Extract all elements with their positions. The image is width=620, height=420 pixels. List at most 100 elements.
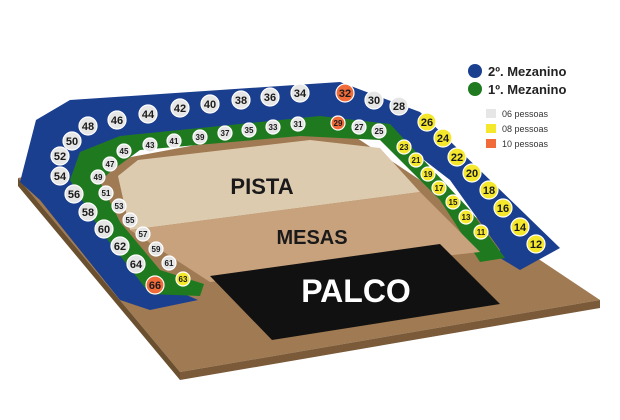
box-13[interactable]: 13 (458, 209, 474, 225)
box-59[interactable]: 59 (148, 241, 164, 257)
box-seat-35[interactable] (241, 122, 257, 138)
box-62[interactable]: 62 (110, 236, 130, 256)
box-seat-21[interactable] (408, 152, 424, 168)
box-39[interactable]: 39 (192, 129, 208, 145)
box-50[interactable]: 50 (62, 131, 82, 151)
box-36[interactable]: 36 (260, 87, 280, 107)
box-seat-43[interactable] (142, 137, 158, 153)
box-seat-64[interactable] (126, 254, 146, 274)
box-23[interactable]: 23 (396, 139, 412, 155)
box-42[interactable]: 42 (170, 98, 190, 118)
box-seat-39[interactable] (192, 129, 208, 145)
box-seat-27[interactable] (351, 119, 367, 135)
box-seat-22[interactable] (447, 147, 467, 167)
box-25[interactable]: 25 (371, 123, 387, 139)
box-seat-11[interactable] (473, 224, 489, 240)
box-seat-28[interactable] (389, 96, 409, 116)
box-seat-41[interactable] (166, 133, 182, 149)
box-24[interactable]: 24 (433, 128, 453, 148)
box-seat-16[interactable] (493, 198, 513, 218)
box-33[interactable]: 33 (265, 119, 281, 135)
box-61[interactable]: 61 (161, 255, 177, 271)
box-seat-61[interactable] (161, 255, 177, 271)
box-52[interactable]: 52 (50, 146, 70, 166)
box-seat-19[interactable] (420, 166, 436, 182)
box-21[interactable]: 21 (408, 152, 424, 168)
box-47[interactable]: 47 (102, 156, 118, 172)
box-40[interactable]: 40 (200, 94, 220, 114)
box-31[interactable]: 31 (290, 116, 306, 132)
box-seat-53[interactable] (111, 198, 127, 214)
box-41[interactable]: 41 (166, 133, 182, 149)
box-seat-66[interactable] (145, 275, 165, 295)
box-30[interactable]: 30 (364, 90, 384, 110)
box-seat-49[interactable] (90, 169, 106, 185)
box-48[interactable]: 48 (78, 116, 98, 136)
box-seat-33[interactable] (265, 119, 281, 135)
box-57[interactable]: 57 (135, 226, 151, 242)
box-seat-50[interactable] (62, 131, 82, 151)
box-seat-55[interactable] (122, 212, 138, 228)
box-seat-54[interactable] (50, 166, 70, 186)
box-11[interactable]: 11 (473, 224, 489, 240)
box-55[interactable]: 55 (122, 212, 138, 228)
box-seat-62[interactable] (110, 236, 130, 256)
box-seat-25[interactable] (371, 123, 387, 139)
box-seat-17[interactable] (431, 180, 447, 196)
box-seat-58[interactable] (78, 202, 98, 222)
box-seat-18[interactable] (479, 180, 499, 200)
box-seat-52[interactable] (50, 146, 70, 166)
box-35[interactable]: 35 (241, 122, 257, 138)
box-32[interactable]: 32 (335, 83, 355, 103)
box-seat-48[interactable] (78, 116, 98, 136)
box-51[interactable]: 51 (98, 185, 114, 201)
box-46[interactable]: 46 (107, 110, 127, 130)
box-19[interactable]: 19 (420, 166, 436, 182)
box-seat-24[interactable] (433, 128, 453, 148)
box-seat-15[interactable] (445, 194, 461, 210)
box-37[interactable]: 37 (217, 125, 233, 141)
box-28[interactable]: 28 (389, 96, 409, 116)
box-17[interactable]: 17 (431, 180, 447, 196)
box-seat-36[interactable] (260, 87, 280, 107)
box-22[interactable]: 22 (447, 147, 467, 167)
box-66[interactable]: 66 (145, 275, 165, 295)
box-43[interactable]: 43 (142, 137, 158, 153)
box-12[interactable]: 12 (526, 234, 546, 254)
box-seat-34[interactable] (290, 83, 310, 103)
box-53[interactable]: 53 (111, 198, 127, 214)
box-seat-30[interactable] (364, 90, 384, 110)
box-seat-32[interactable] (335, 83, 355, 103)
box-seat-57[interactable] (135, 226, 151, 242)
box-27[interactable]: 27 (351, 119, 367, 135)
box-seat-60[interactable] (94, 219, 114, 239)
box-44[interactable]: 44 (138, 104, 158, 124)
box-34[interactable]: 34 (290, 83, 310, 103)
box-seat-14[interactable] (510, 217, 530, 237)
box-seat-42[interactable] (170, 98, 190, 118)
box-seat-47[interactable] (102, 156, 118, 172)
box-seat-40[interactable] (200, 94, 220, 114)
box-seat-26[interactable] (417, 112, 437, 132)
box-64[interactable]: 64 (126, 254, 146, 274)
box-54[interactable]: 54 (50, 166, 70, 186)
box-20[interactable]: 20 (462, 163, 482, 183)
box-58[interactable]: 58 (78, 202, 98, 222)
box-seat-63[interactable] (175, 271, 191, 287)
box-seat-56[interactable] (64, 184, 84, 204)
box-seat-38[interactable] (231, 90, 251, 110)
box-26[interactable]: 26 (417, 112, 437, 132)
box-seat-20[interactable] (462, 163, 482, 183)
box-seat-51[interactable] (98, 185, 114, 201)
box-14[interactable]: 14 (510, 217, 530, 237)
box-seat-44[interactable] (138, 104, 158, 124)
box-56[interactable]: 56 (64, 184, 84, 204)
box-29[interactable]: 29 (330, 115, 346, 131)
box-60[interactable]: 60 (94, 219, 114, 239)
box-18[interactable]: 18 (479, 180, 499, 200)
box-seat-31[interactable] (290, 116, 306, 132)
box-38[interactable]: 38 (231, 90, 251, 110)
box-49[interactable]: 49 (90, 169, 106, 185)
box-seat-29[interactable] (330, 115, 346, 131)
box-seat-23[interactable] (396, 139, 412, 155)
